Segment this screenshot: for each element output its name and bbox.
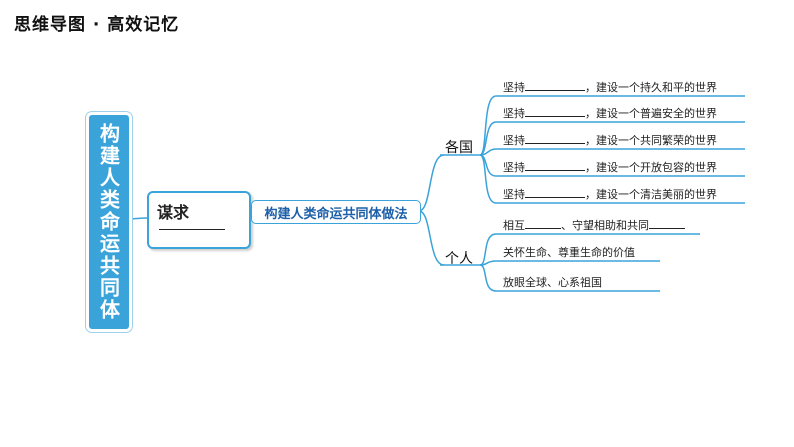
fill-blank [525, 105, 585, 117]
item-prefix: 坚持 [503, 134, 525, 147]
country-item: 坚持 ，建设一个普遍安全的世界 [503, 105, 717, 121]
item-prefix: 相互 [503, 219, 525, 232]
page-title: 思维导图 · 高效记忆 [14, 15, 180, 35]
fill-blank [649, 217, 685, 229]
fill-blank [525, 79, 585, 91]
method-node: 构建人类命运共同体做法 [251, 200, 421, 224]
connector-method-individual [418, 210, 445, 266]
item-prefix: 坚持 [503, 161, 525, 174]
item-text: 关怀生命、尊重生命的价值 [503, 246, 635, 259]
item-suffix: ，建设一个开放包容的世界 [585, 161, 717, 174]
purpose-blank [159, 229, 225, 230]
fill-blank [525, 159, 585, 171]
country-item: 坚持 ，建设一个持久和平的世界 [503, 79, 717, 95]
country-item: 坚持 ，建设一个开放包容的世界 [503, 159, 717, 175]
fill-blank [525, 217, 561, 229]
method-label: 构建人类命运共同体做法 [264, 206, 408, 222]
item-suffix: ，建设一个共同繁荣的世界 [585, 134, 717, 147]
connector-country-5 [479, 154, 745, 204]
item-prefix: 坚持 [503, 188, 525, 201]
item-suffix: ，建设一个清洁美丽的世界 [585, 188, 717, 201]
item-text: 放眼全球、心系祖国 [503, 276, 602, 289]
connector-individual-3 [479, 264, 660, 292]
item-middle: 、守望相助和共同 [561, 219, 649, 232]
country-item: 坚持 ，建设一个清洁美丽的世界 [503, 186, 717, 202]
root-label: 构建人类命运共同体 [96, 123, 121, 321]
individual-item: 相互 、守望相助和共同 [503, 217, 685, 233]
branch-individual-label: 个人 [445, 251, 473, 267]
individual-item: 放眼全球、心系祖国 [503, 274, 602, 290]
root-node: 构建人类命运共同体 [86, 112, 132, 332]
connector-country-3 [479, 148, 745, 156]
item-suffix: ，建设一个普遍安全的世界 [585, 107, 717, 120]
branch-countries-label: 各国 [445, 140, 473, 156]
connector-individual-2 [479, 260, 660, 266]
purpose-label: 谋求 [157, 203, 190, 222]
item-suffix: ，建设一个持久和平的世界 [585, 81, 717, 94]
fill-blank [525, 186, 585, 198]
connector-individual-1 [479, 233, 700, 266]
purpose-node: 谋求 [147, 191, 251, 249]
connector-method-countries [418, 154, 445, 212]
item-prefix: 坚持 [503, 107, 525, 120]
fill-blank [525, 132, 585, 144]
item-prefix: 坚持 [503, 81, 525, 94]
connector-country-2 [479, 121, 745, 156]
individual-item: 关怀生命、尊重生命的价值 [503, 244, 635, 260]
country-item: 坚持 ，建设一个共同繁荣的世界 [503, 132, 717, 148]
